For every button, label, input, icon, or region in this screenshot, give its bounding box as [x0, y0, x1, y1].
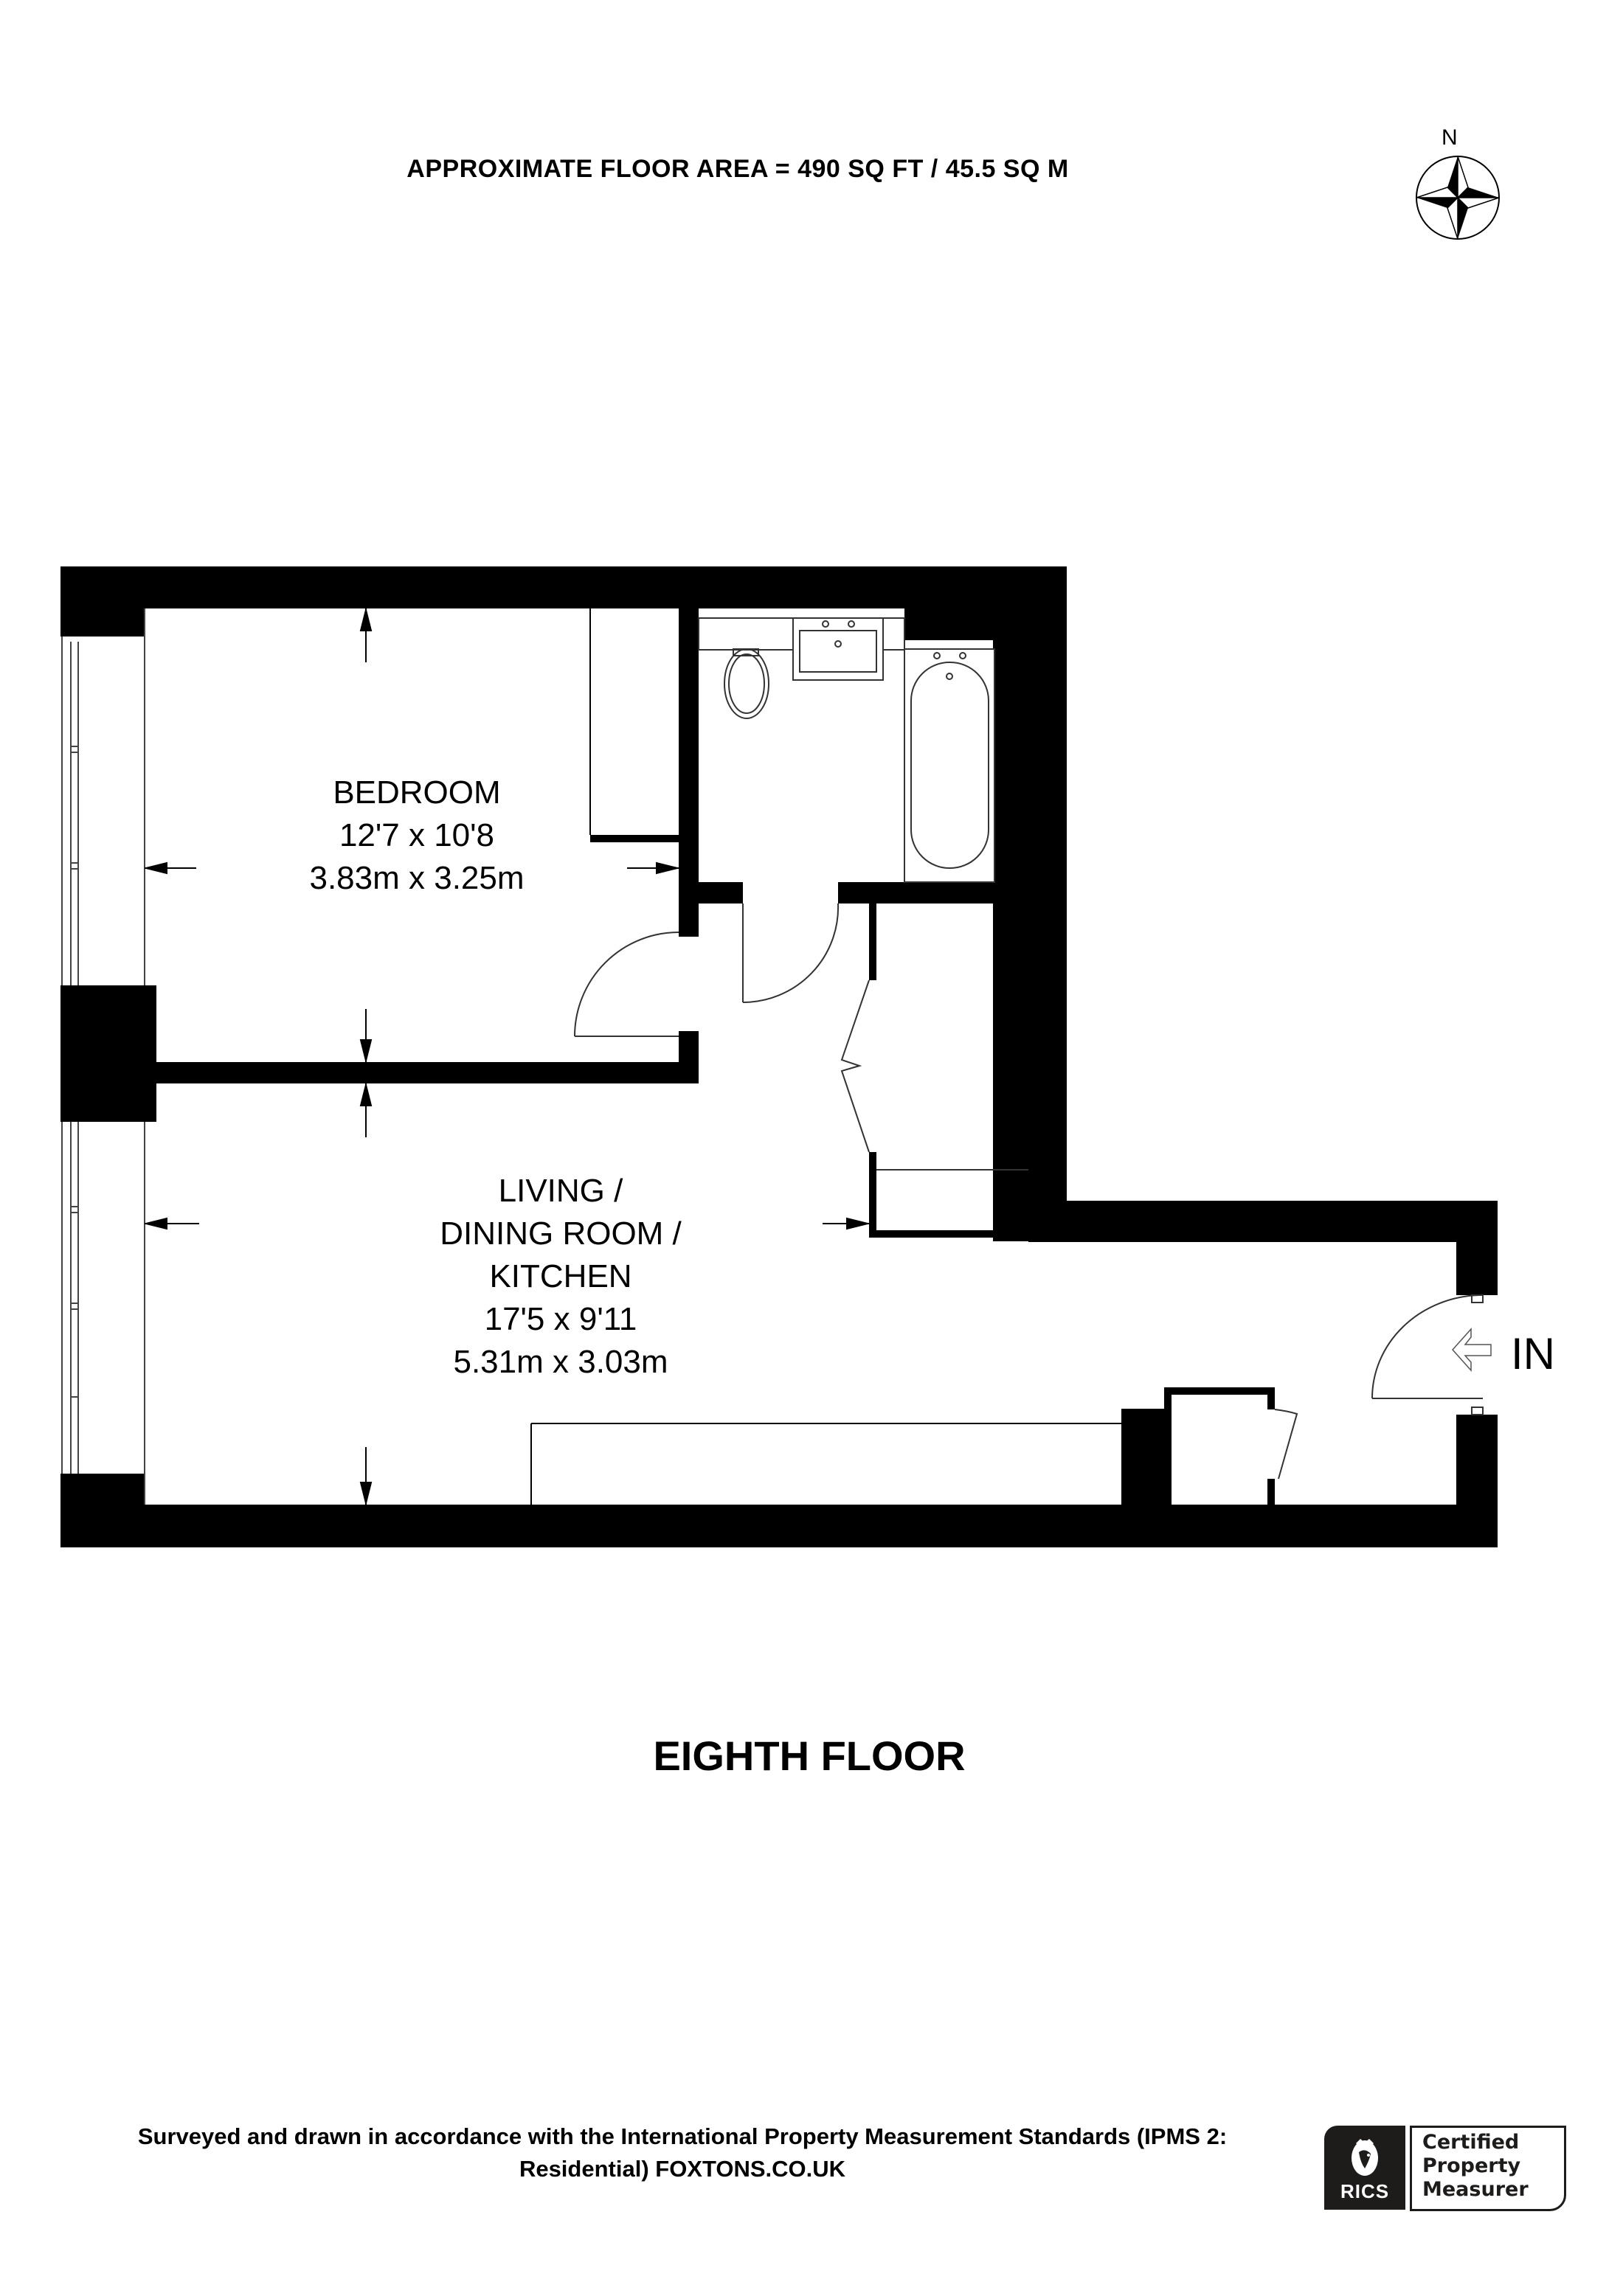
floor-name-text: EIGHTH FLOOR	[653, 1733, 966, 1779]
footer-note-line2: Residential) FOXTONS.CO.UK	[519, 2156, 846, 2182]
entrance-label: IN	[1511, 1329, 1555, 1378]
compass-north-label: N	[1442, 125, 1458, 150]
bathroom-door[interactable]	[742, 903, 840, 1003]
kitchen-counter	[530, 1423, 1121, 1505]
entrance-arrow-icon	[1451, 1328, 1492, 1372]
room-label-living: LIVING / DINING ROOM / KITCHEN 17'5 x 9'…	[402, 1170, 719, 1384]
bathtub-icon	[904, 648, 995, 883]
badge-line3: Measurer	[1422, 2178, 1529, 2201]
room-size-metric: 3.83m x 3.25m	[309, 860, 525, 896]
entrance-door[interactable]	[1371, 1294, 1484, 1415]
room-name-line3: KITCHEN	[489, 1258, 632, 1294]
floor-area-title: APPROXIMATE FLOOR AREA = 490 SQ FT / 45.…	[0, 155, 1623, 184]
bedroom-door[interactable]	[574, 932, 679, 1037]
footer-note-line1: Surveyed and drawn in accordance with th…	[137, 2123, 1228, 2149]
rics-logo-panel: RICS	[1324, 2126, 1405, 2210]
badge-line1: Certified	[1422, 2131, 1520, 2154]
compass-rose-icon	[1416, 156, 1500, 240]
window-bedroom	[60, 608, 145, 985]
window-living	[61, 1122, 145, 1505]
room-label-bedroom: BEDROOM 12'7 x 10'8 3.83m x 3.25m	[280, 771, 553, 900]
basin-icon	[792, 617, 884, 681]
room-name-line1: LIVING /	[498, 1173, 623, 1209]
rics-brand-text: RICS	[1340, 2180, 1390, 2202]
walls	[60, 566, 1498, 1547]
room-name: BEDROOM	[333, 774, 501, 811]
badge-line2: Property	[1422, 2154, 1521, 2177]
rics-certified-badge: RICS Certified Property Measurer	[1324, 2126, 1568, 2211]
riser-cupboard-door[interactable]	[1274, 1409, 1298, 1480]
dimension-arrows	[145, 608, 869, 1505]
floor-area-text: APPROXIMATE FLOOR AREA = 490 SQ FT / 45.…	[406, 155, 1069, 183]
room-size-metric: 5.31m x 3.03m	[453, 1344, 668, 1380]
footer-note: Surveyed and drawn in accordance with th…	[30, 2120, 1335, 2185]
room-name-line2: DINING ROOM /	[440, 1215, 682, 1252]
room-size-imperial: 17'5 x 9'11	[484, 1301, 637, 1337]
toilet-icon	[724, 648, 769, 719]
floor-name: EIGHTH FLOOR	[0, 1732, 1623, 1780]
cupboard-bifold-doors[interactable]	[840, 979, 1028, 1170]
rics-certification-box: Certified Property Measurer	[1410, 2126, 1566, 2211]
room-size-imperial: 12'7 x 10'8	[339, 817, 495, 853]
rics-lion-icon	[1352, 2139, 1378, 2176]
